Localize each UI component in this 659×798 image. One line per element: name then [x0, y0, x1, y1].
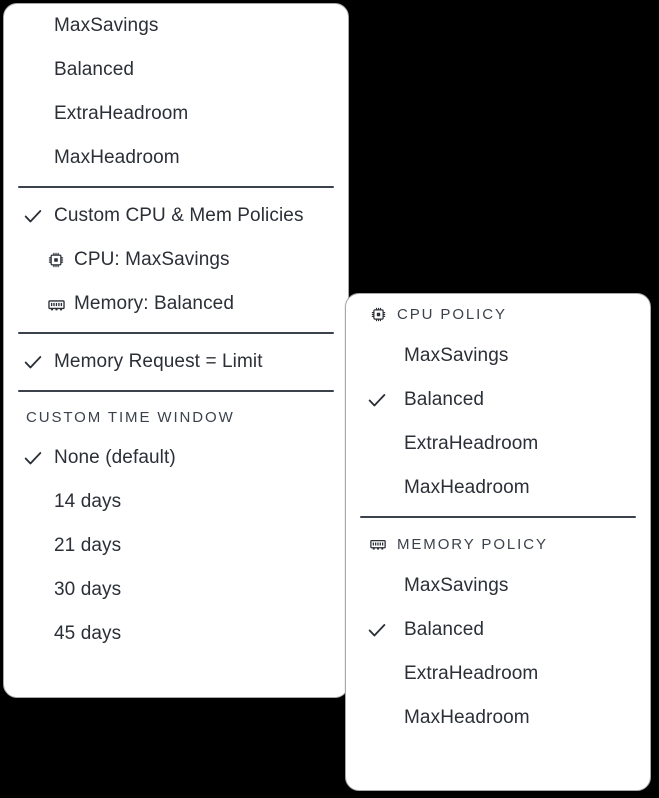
memory-policy-section: Memory Policy MaxSavings Balanced ExtraH…	[346, 524, 650, 740]
submenu-item-label: ExtraHeadroom	[404, 663, 539, 684]
check-slot	[18, 447, 54, 469]
menu-item-label: 45 days	[54, 623, 122, 644]
menu-item-label: Balanced	[54, 59, 135, 80]
submenu-item-label: MaxHeadroom	[404, 477, 530, 498]
memory-stick-icon	[366, 535, 390, 553]
check-icon	[24, 210, 42, 223]
submenu-item-cpu-balanced[interactable]: Balanced	[346, 378, 650, 422]
menu-item-label: Custom CPU & Mem Policies	[54, 205, 304, 226]
submenu-item-cpu-maxsavings[interactable]: MaxSavings	[346, 334, 650, 378]
check-icon	[24, 356, 42, 369]
cpu-chip-icon-svg	[48, 252, 64, 268]
check-slot	[360, 619, 404, 641]
policy-preset-section: MaxSavings Balanced ExtraHeadroom MaxHea…	[4, 4, 348, 180]
section-header-custom-time-window: Custom Time Window	[4, 398, 348, 436]
memory-stick-icon	[44, 295, 68, 314]
menu-item-label: ExtraHeadroom	[54, 103, 189, 124]
check-icon	[24, 452, 42, 465]
menu-item-custom-cpu-mem-policies[interactable]: Custom CPU & Mem Policies	[4, 194, 348, 238]
submenu-item-label: Balanced	[404, 389, 485, 410]
submenu-item-label: ExtraHeadroom	[404, 433, 539, 454]
menu-item-time-window-45-days[interactable]: 45 days	[4, 612, 348, 656]
submenu-item-label: Balanced	[404, 619, 485, 640]
section-header-cpu-policy: CPU Policy	[346, 294, 650, 334]
submenu-item-memory-maxheadroom[interactable]: MaxHeadroom	[346, 696, 650, 740]
policy-submenu: CPU Policy MaxSavings Balanced ExtraHead…	[345, 293, 651, 791]
menu-item-maxheadroom[interactable]: MaxHeadroom	[4, 136, 348, 180]
menu-item-label: None (default)	[54, 447, 176, 468]
menu-item-time-window-30-days[interactable]: 30 days	[4, 568, 348, 612]
menu-item-extraheadroom[interactable]: ExtraHeadroom	[4, 92, 348, 136]
menu-item-label: 14 days	[54, 491, 122, 512]
submenu-item-cpu-extraheadroom[interactable]: ExtraHeadroom	[346, 422, 650, 466]
menu-divider	[18, 332, 334, 334]
menu-item-time-window-21-days[interactable]: 21 days	[4, 524, 348, 568]
check-icon	[368, 394, 386, 407]
cpu-policy-section: CPU Policy MaxSavings Balanced ExtraHead…	[346, 294, 650, 510]
submenu-divider	[360, 516, 636, 518]
menu-item-label: Memory Request = Limit	[54, 351, 263, 372]
menu-item-time-window-none[interactable]: None (default)	[4, 436, 348, 480]
check-icon	[368, 624, 386, 637]
section-header-memory-policy: Memory Policy	[346, 524, 650, 564]
submenu-item-memory-maxsavings[interactable]: MaxSavings	[346, 564, 650, 608]
menu-item-label: MaxSavings	[54, 15, 159, 36]
menu-item-label: 21 days	[54, 535, 122, 556]
custom-time-window-section: Custom Time Window None (default) 14 day…	[4, 398, 348, 656]
section-header-label: Custom Time Window	[26, 408, 235, 426]
memory-request-section: Memory Request = Limit	[4, 340, 348, 384]
menu-item-label: MaxHeadroom	[54, 147, 180, 168]
menu-item-maxsavings[interactable]: MaxSavings	[4, 4, 348, 48]
menu-item-memory-request-equals-limit[interactable]: Memory Request = Limit	[4, 340, 348, 384]
submenu-item-label: MaxSavings	[404, 345, 509, 366]
submenu-item-label: MaxHeadroom	[404, 707, 530, 728]
cpu-chip-icon	[44, 251, 68, 269]
cpu-chip-icon	[366, 306, 390, 323]
menu-item-cpu-policy-value[interactable]: CPU: MaxSavings	[4, 238, 348, 282]
submenu-item-label: MaxSavings	[404, 575, 509, 596]
submenu-item-memory-extraheadroom[interactable]: ExtraHeadroom	[346, 652, 650, 696]
menu-divider	[18, 390, 334, 392]
menu-item-memory-policy-value[interactable]: Memory: Balanced	[4, 282, 348, 326]
main-context-menu: MaxSavings Balanced ExtraHeadroom MaxHea…	[3, 3, 349, 698]
section-header-label: CPU Policy	[397, 305, 507, 323]
cpu-chip-icon-svg	[371, 307, 385, 321]
check-slot	[18, 351, 54, 373]
menu-item-label: 30 days	[54, 579, 122, 600]
submenu-item-memory-balanced[interactable]: Balanced	[346, 608, 650, 652]
memory-stick-icon-svg	[47, 299, 65, 310]
menu-divider	[18, 186, 334, 188]
menu-item-time-window-14-days[interactable]: 14 days	[4, 480, 348, 524]
custom-policies-section: Custom CPU & Mem Policies CPU: MaxSaving…	[4, 194, 348, 326]
check-slot	[360, 389, 404, 411]
menu-item-label: Memory: Balanced	[74, 293, 235, 314]
menu-item-label: CPU: MaxSavings	[74, 249, 230, 270]
memory-stick-icon-svg	[370, 539, 386, 550]
section-header-label: Memory Policy	[397, 535, 548, 553]
check-slot	[18, 205, 54, 227]
submenu-item-cpu-maxheadroom[interactable]: MaxHeadroom	[346, 466, 650, 510]
menu-item-balanced[interactable]: Balanced	[4, 48, 348, 92]
